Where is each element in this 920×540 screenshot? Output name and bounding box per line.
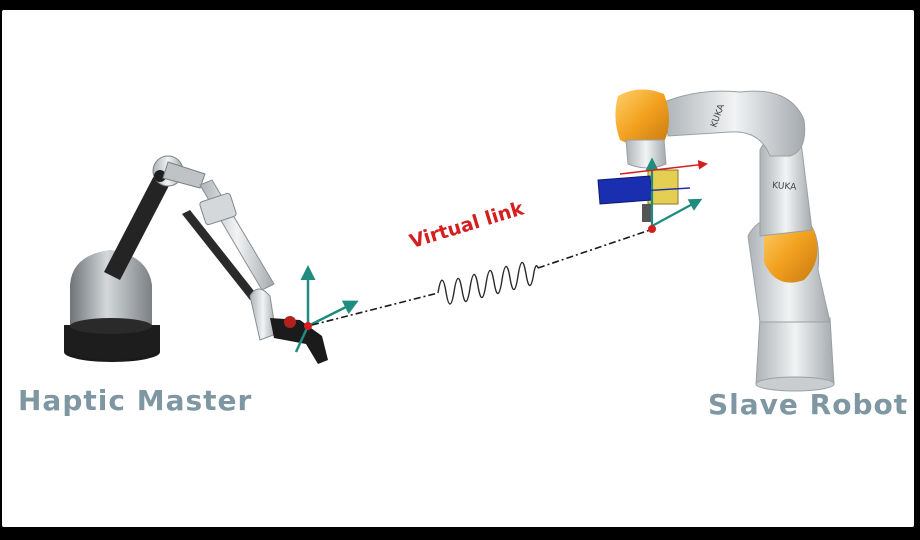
slave-brand-mark-lower: KUKA xyxy=(772,181,798,193)
master-frame-origin xyxy=(304,322,312,330)
slave-joint-orange-lower xyxy=(764,218,818,283)
slave-robot-label: Slave Robot xyxy=(708,388,909,421)
master-stylus-button xyxy=(284,316,296,328)
slave-upper-link xyxy=(663,90,806,157)
slave-frame-origin xyxy=(648,225,656,233)
master-base-ring xyxy=(64,325,160,360)
slave-base-foot xyxy=(755,376,835,392)
master-elbow-box xyxy=(199,192,237,226)
virtual-spring xyxy=(437,261,539,305)
master-upper-arm xyxy=(104,168,174,280)
virtual-link-dashed-left xyxy=(311,292,439,326)
master-shoulder-hub xyxy=(154,170,166,182)
slave-gripper-block xyxy=(597,175,653,205)
slave-joint-orange-upper xyxy=(615,89,669,146)
slave-tool-tip xyxy=(642,204,652,222)
virtual-link-dashed-right xyxy=(537,229,651,269)
master-base-rim xyxy=(70,318,152,334)
slave-reference-y-axis xyxy=(623,187,691,193)
master-stylus xyxy=(270,318,328,364)
master-forearm-rod xyxy=(182,210,258,300)
master-frame-x-axis xyxy=(307,300,359,328)
master-frame-y-axis xyxy=(294,325,310,353)
haptic-master-label: Haptic Master xyxy=(18,384,253,417)
slave-frame-x-axis xyxy=(651,198,703,227)
master-crossbar xyxy=(162,161,206,189)
master-wrist xyxy=(249,288,277,341)
master-base-dome xyxy=(70,250,152,332)
slave-robot: KUKA KUKA xyxy=(597,89,835,392)
slave-wrist xyxy=(625,139,667,169)
haptic-master-device xyxy=(64,155,359,364)
slave-reference-x-axis xyxy=(619,160,708,175)
virtual-link xyxy=(311,229,651,326)
